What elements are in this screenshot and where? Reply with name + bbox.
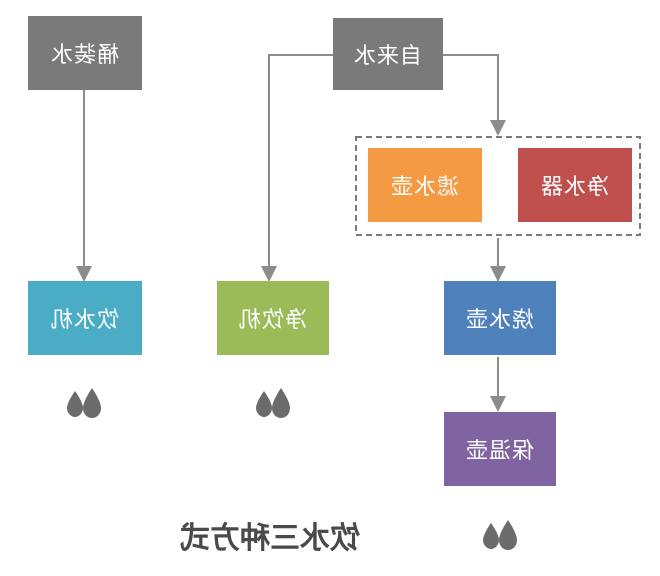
node-purified-dispenser-label: 净饮机 [238, 308, 308, 333]
arrow-tap-to-filter-group [443, 54, 506, 136]
node-water-dispenser: 饮水机 [28, 281, 142, 355]
water-drops-icon [67, 388, 101, 418]
node-bottled-water-label: 桶装水 [50, 43, 120, 68]
node-thermos-pot: 保温壶 [444, 412, 556, 486]
diagram-caption-text: 饮水三种方式 [180, 521, 360, 556]
node-tap-water: 自来水 [333, 18, 443, 90]
filter-group-frame [355, 136, 641, 236]
node-water-dispenser-label: 饮水机 [50, 308, 120, 333]
water-drops-icon [256, 388, 290, 418]
node-filter-kettle: 滤水壶 [368, 148, 482, 222]
node-boiling-kettle-label: 烧水壶 [465, 308, 535, 333]
node-boiling-kettle: 烧水壶 [444, 281, 556, 355]
arrow-tap-to-purified-dispenser [261, 54, 333, 282]
water-drops-icon [483, 520, 517, 550]
node-purified-dispenser: 净饮机 [217, 281, 329, 355]
node-water-purifier: 净水器 [518, 148, 632, 222]
node-filter-kettle-label: 滤水壶 [390, 175, 460, 200]
node-bottled-water: 桶装水 [28, 16, 142, 90]
node-thermos-pot-label: 保温壶 [465, 439, 535, 464]
diagram-caption: 饮水三种方式 [170, 512, 370, 558]
node-tap-water-label: 自来水 [353, 44, 423, 69]
node-water-purifier-label: 净水器 [540, 175, 610, 200]
